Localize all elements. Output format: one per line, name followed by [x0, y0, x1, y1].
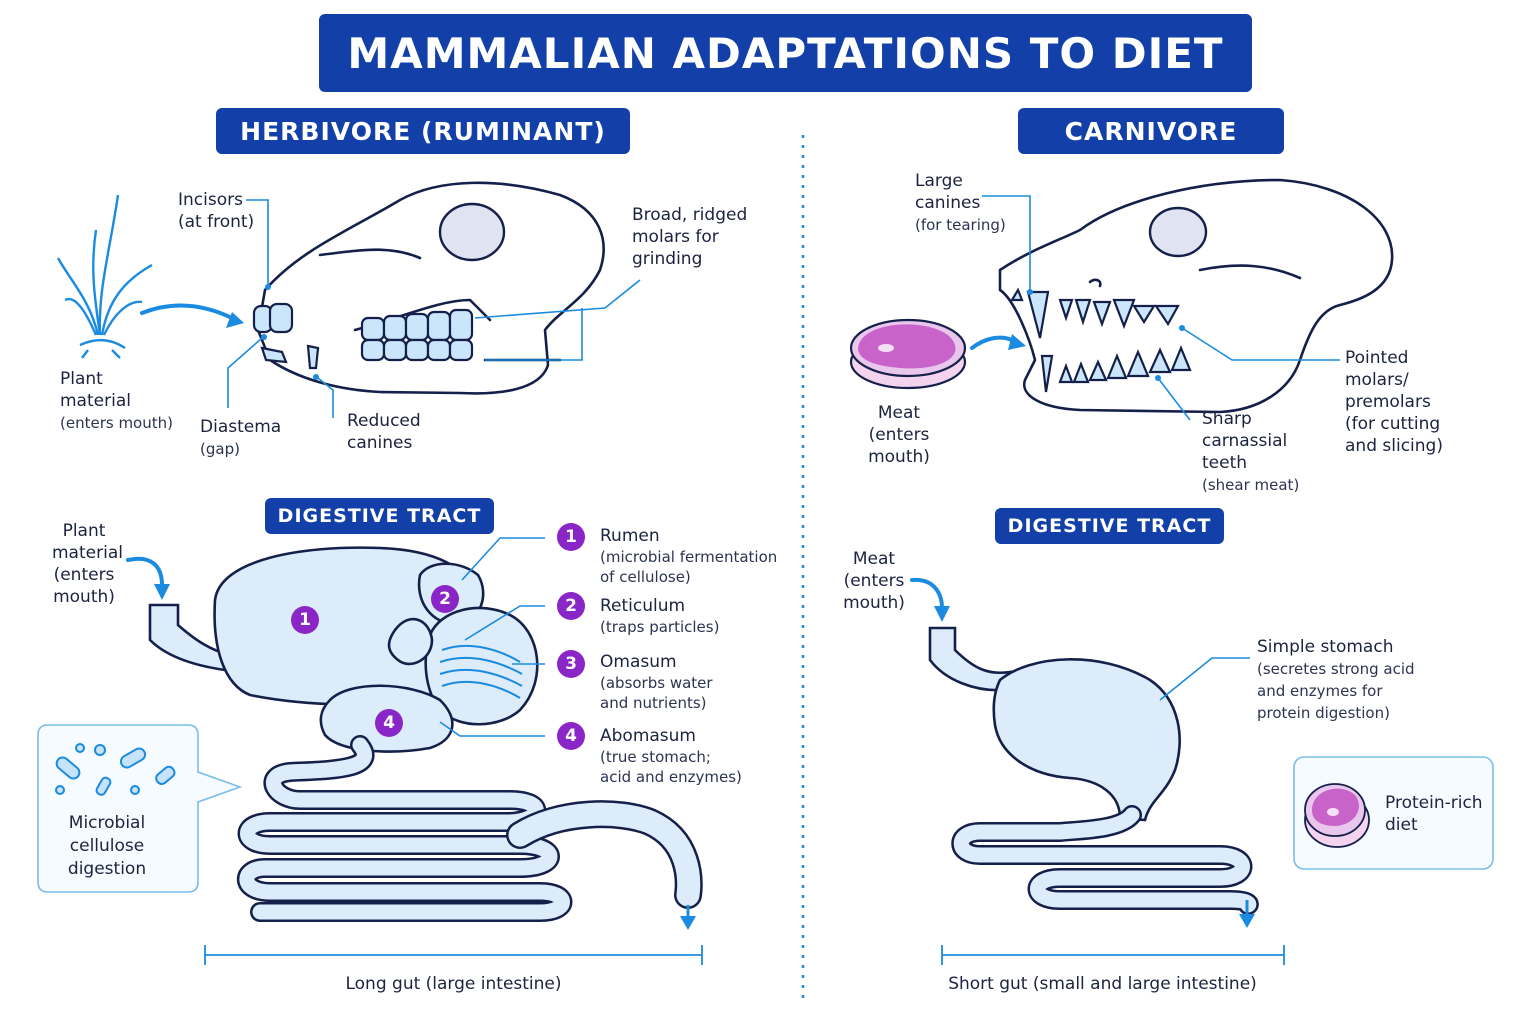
herbivore-tract-heading: DIGESTIVE TRACT: [265, 498, 494, 534]
diastema-label: Diastema (gap): [200, 417, 282, 458]
stage-title-3: Omasum: [600, 652, 677, 672]
plant-material-label: Plant material (enters mouth): [60, 369, 173, 432]
microbial-callout-box: [37, 724, 243, 893]
plant-to-mouth-arrow: [140, 303, 234, 320]
abomasum-badge-diagram: 4: [375, 709, 403, 737]
protein-callout-text: Protein-rich diet: [1385, 793, 1483, 835]
steak-icon: [849, 318, 967, 390]
simple-stomach-label: Simple stomach (secretes strong acid and…: [1257, 637, 1415, 722]
stage-badge-3: 3: [557, 650, 585, 678]
large-canines-label: Large canines (for tearing): [915, 171, 1006, 234]
broad-molars-label: Broad, ridged molars for grinding: [632, 205, 748, 269]
carnivore-intestine: [951, 805, 1259, 915]
short-gut-scale: [941, 945, 1285, 965]
microbial-callout-text: Microbial cellulose digestion: [67, 813, 147, 879]
reticulum-badge-diagram: 2: [431, 585, 459, 613]
herbivore-heading: HERBIVORE (RUMINANT): [216, 108, 630, 154]
long-gut-label: Long gut (large intestine): [345, 974, 562, 994]
plant-icon: [56, 194, 153, 359]
herbivore-stomach: [126, 546, 539, 753]
tract-input-label-herbivore: Plant material (enters mouth): [52, 521, 123, 607]
stage-desc-2: (traps particles): [600, 618, 720, 636]
tract-input-label-carnivore: Meat (enters mouth): [843, 549, 905, 613]
short-gut-label: Short gut (small and large intestine): [948, 974, 1257, 994]
stage-badge-2: 2: [557, 592, 585, 620]
carnassial-label: Sharp carnassial teeth (shear meat): [1202, 409, 1300, 494]
rumen-badge-diagram: 1: [291, 606, 319, 634]
stage-desc-4: (true stomach;acid and enzymes): [600, 748, 742, 786]
steak-small-icon: [1304, 783, 1370, 848]
long-gut-scale: [204, 945, 703, 965]
carnivore-skull: [998, 178, 1394, 414]
stage-title-1: Rumen: [600, 526, 660, 546]
main-title: MAMMALIAN ADAPTATIONS TO DIET: [319, 14, 1252, 92]
carnivore-tract-heading: DIGESTIVE TRACT: [995, 508, 1224, 544]
pointed-molars-label: Pointed molars/ premolars (for cutting a…: [1345, 348, 1443, 456]
stage-title-4: Abomasum: [600, 726, 696, 746]
stage-badge-1: 1: [557, 523, 585, 551]
reduced-canines-label: Reduced canines: [347, 411, 421, 453]
carnivore-stomach: [910, 577, 1181, 822]
incisors-label: Incisors (at front): [178, 190, 255, 232]
carnivore-heading: CARNIVORE: [1018, 108, 1284, 154]
herbivore-intestine: [236, 735, 703, 922]
stage-title-2: Reticulum: [600, 596, 686, 616]
stage-badge-4: 4: [557, 722, 585, 750]
meat-label: Meat (enters mouth): [868, 403, 930, 467]
meat-to-mouth-arrow: [970, 335, 1014, 350]
microbes-icon: [55, 743, 176, 796]
herbivore-skull: [252, 181, 605, 395]
